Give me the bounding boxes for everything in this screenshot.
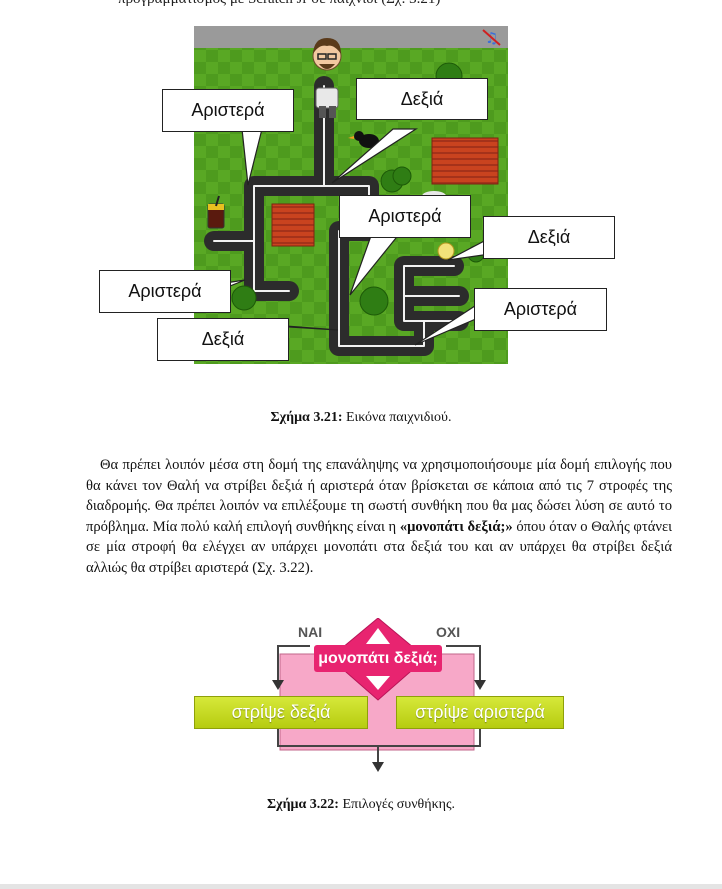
callout-left-1: Αριστερά <box>162 89 294 132</box>
music-muted-icon: ♫ <box>482 29 501 47</box>
lamp-icon <box>437 242 455 260</box>
figure-321-caption: Σχήμα 3.21: Εικόνα παιχνιδιού. <box>0 410 722 426</box>
paragraph-text-1: Θα πρέπει λοιπόν μέσα στη δομή της επανά… <box>86 457 672 535</box>
condition-block: μονοπάτι δεξιά; <box>314 645 442 672</box>
callout-right-3: Δεξιά <box>157 318 289 361</box>
cropped-text-line: προγραμματισμός με Scratch Jr σε παιχνίδ… <box>118 0 440 8</box>
figure-321-caption-text: Εικόνα παιχνιδιού. <box>342 410 452 425</box>
character-icon <box>312 38 342 118</box>
figure-322-caption-text: Επιλογές συνθήκης. <box>338 797 456 812</box>
callout-left-4: Αριστερά <box>474 288 607 331</box>
yes-label: ΝΑΙ <box>298 624 323 640</box>
turn-left-block: στρίψε αριστερά <box>396 696 564 729</box>
bird-icon <box>348 131 379 148</box>
body-paragraph: Θα πρέπει λοιπόν μέσα στη δομή της επανά… <box>86 455 672 578</box>
paragraph-text-2: όπου όταν ο Θαλής φτάνει σε μία στροφή θ… <box>86 518 672 576</box>
condition-flow-diagram: ΝΑΙ ΟΧΙ μονοπάτι δεξιά; στρίψε δεξιά στρ… <box>190 618 566 773</box>
page-bottom-edge <box>0 884 722 889</box>
callout-right-2: Δεξιά <box>483 216 615 259</box>
figure-322-caption: Σχήμα 3.22: Επιλογές συνθήκης. <box>0 797 722 813</box>
figure-322-caption-label: Σχήμα 3.22: <box>266 797 339 812</box>
no-label: ΟΧΙ <box>436 624 461 640</box>
juice-icon <box>207 195 225 229</box>
turn-right-block: στρίψε δεξιά <box>194 696 368 729</box>
callout-right-1: Δεξιά <box>356 78 488 120</box>
paragraph-bold-condition: «μονοπάτι δεξιά;» <box>399 518 513 535</box>
callout-left-2: Αριστερά <box>339 195 471 238</box>
callout-left-3: Αριστερά <box>99 270 231 313</box>
figure-321-caption-label: Σχήμα 3.21: <box>270 410 343 425</box>
